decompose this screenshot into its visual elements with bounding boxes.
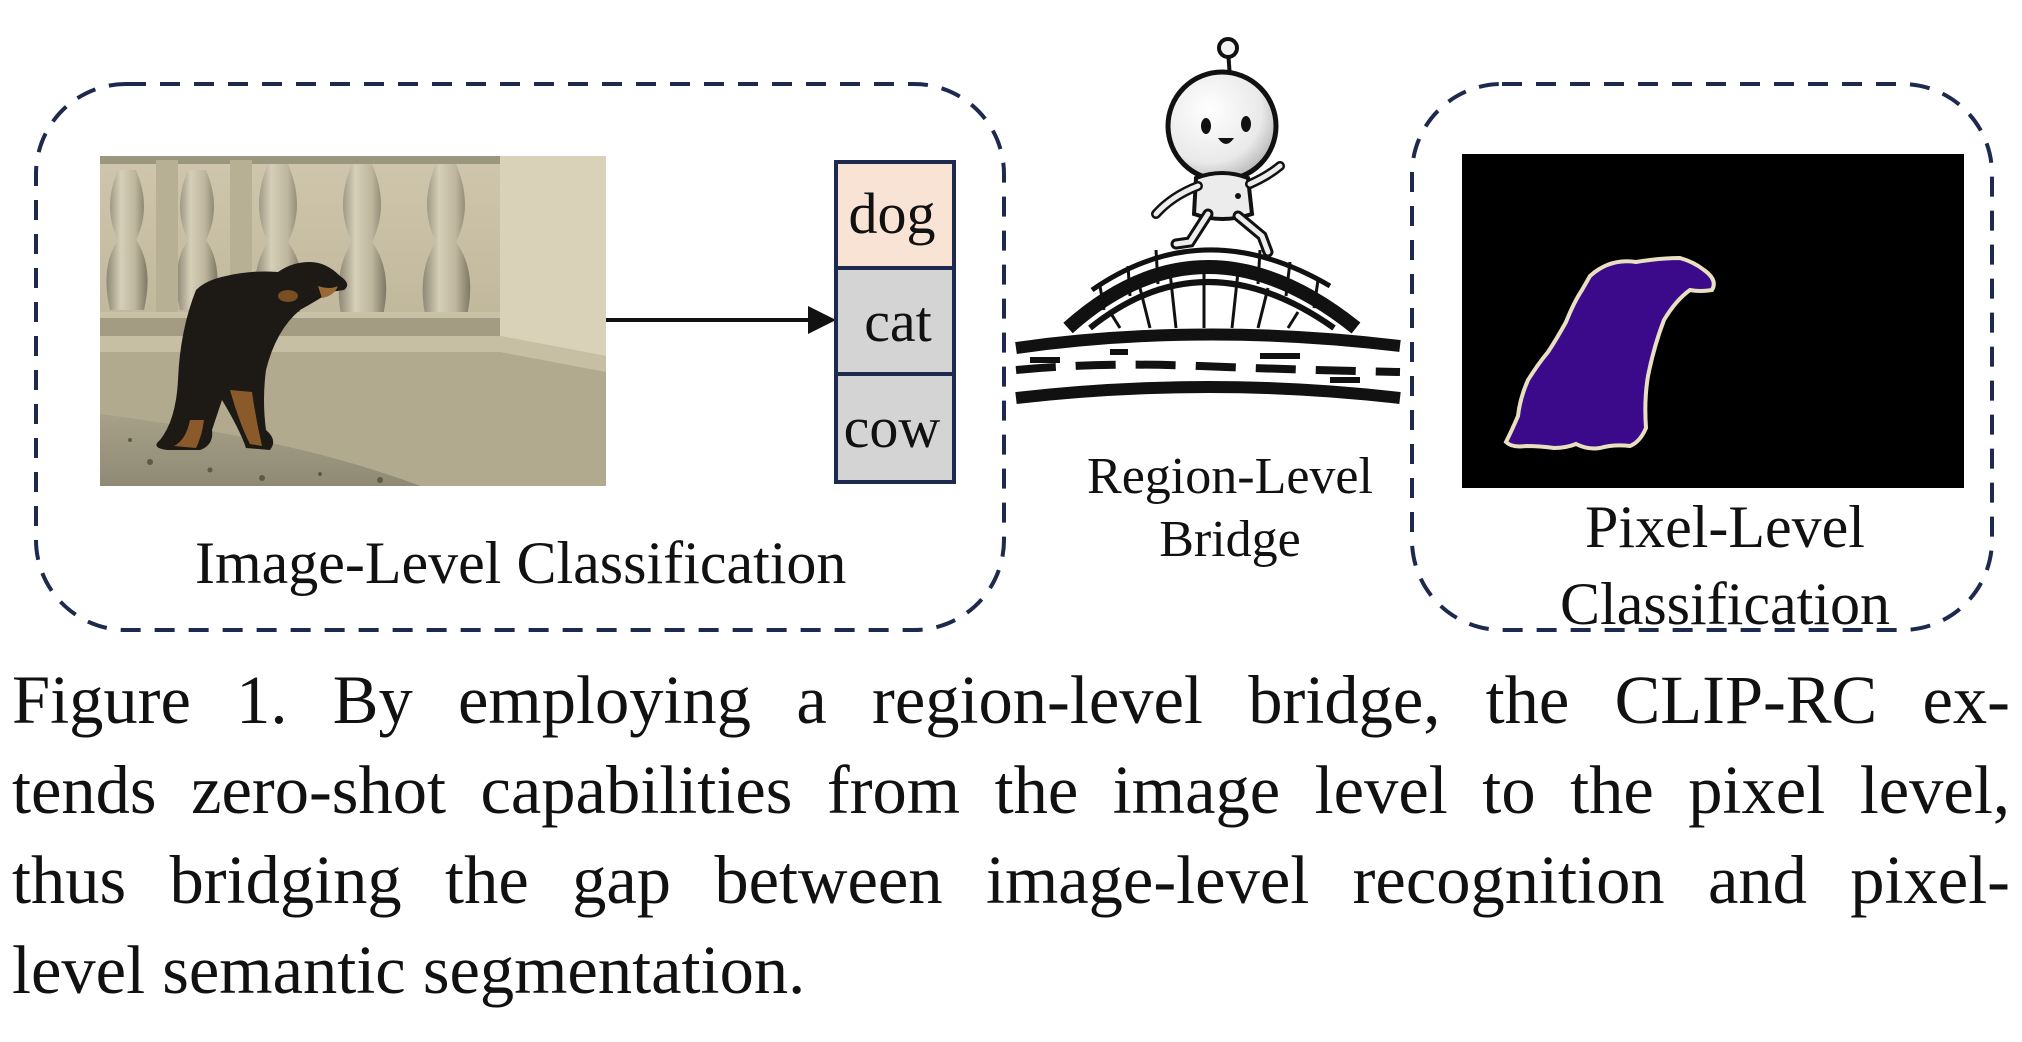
- arrow-head: [808, 306, 836, 334]
- caption-line: Figure 1. By employing a region-level br…: [12, 662, 2010, 738]
- figure-caption: Figure 1. By employing a region-level br…: [12, 655, 2010, 1015]
- robot-figure: [1151, 37, 1285, 258]
- image-level-label: Image-Level Classification: [195, 530, 847, 596]
- pixel-level-panel-border: [1410, 82, 1994, 632]
- bridge-illustration: [1015, 37, 1401, 404]
- figure-graphic: [34, 37, 1994, 632]
- image-level-panel-border: [34, 82, 1006, 632]
- dog-photo: [100, 156, 606, 486]
- caption-line: thus bridging the gap between image-leve…: [12, 842, 2010, 918]
- class-box-cow: [834, 372, 956, 484]
- dog-figure: [156, 262, 348, 450]
- class-label-cat: cat: [864, 289, 932, 354]
- class-box-dog: [834, 160, 956, 270]
- caption-line: tends zero-shot capabilities from the im…: [12, 752, 2010, 828]
- caption-line: level semantic segmentation.: [12, 932, 806, 1008]
- segmentation-mask-dog: [1503, 255, 1716, 451]
- figure: dog cat cow Image-Level Classification R…: [34, 37, 1994, 637]
- class-label-cow: cow: [843, 395, 941, 460]
- class-label-dog: dog: [848, 181, 936, 246]
